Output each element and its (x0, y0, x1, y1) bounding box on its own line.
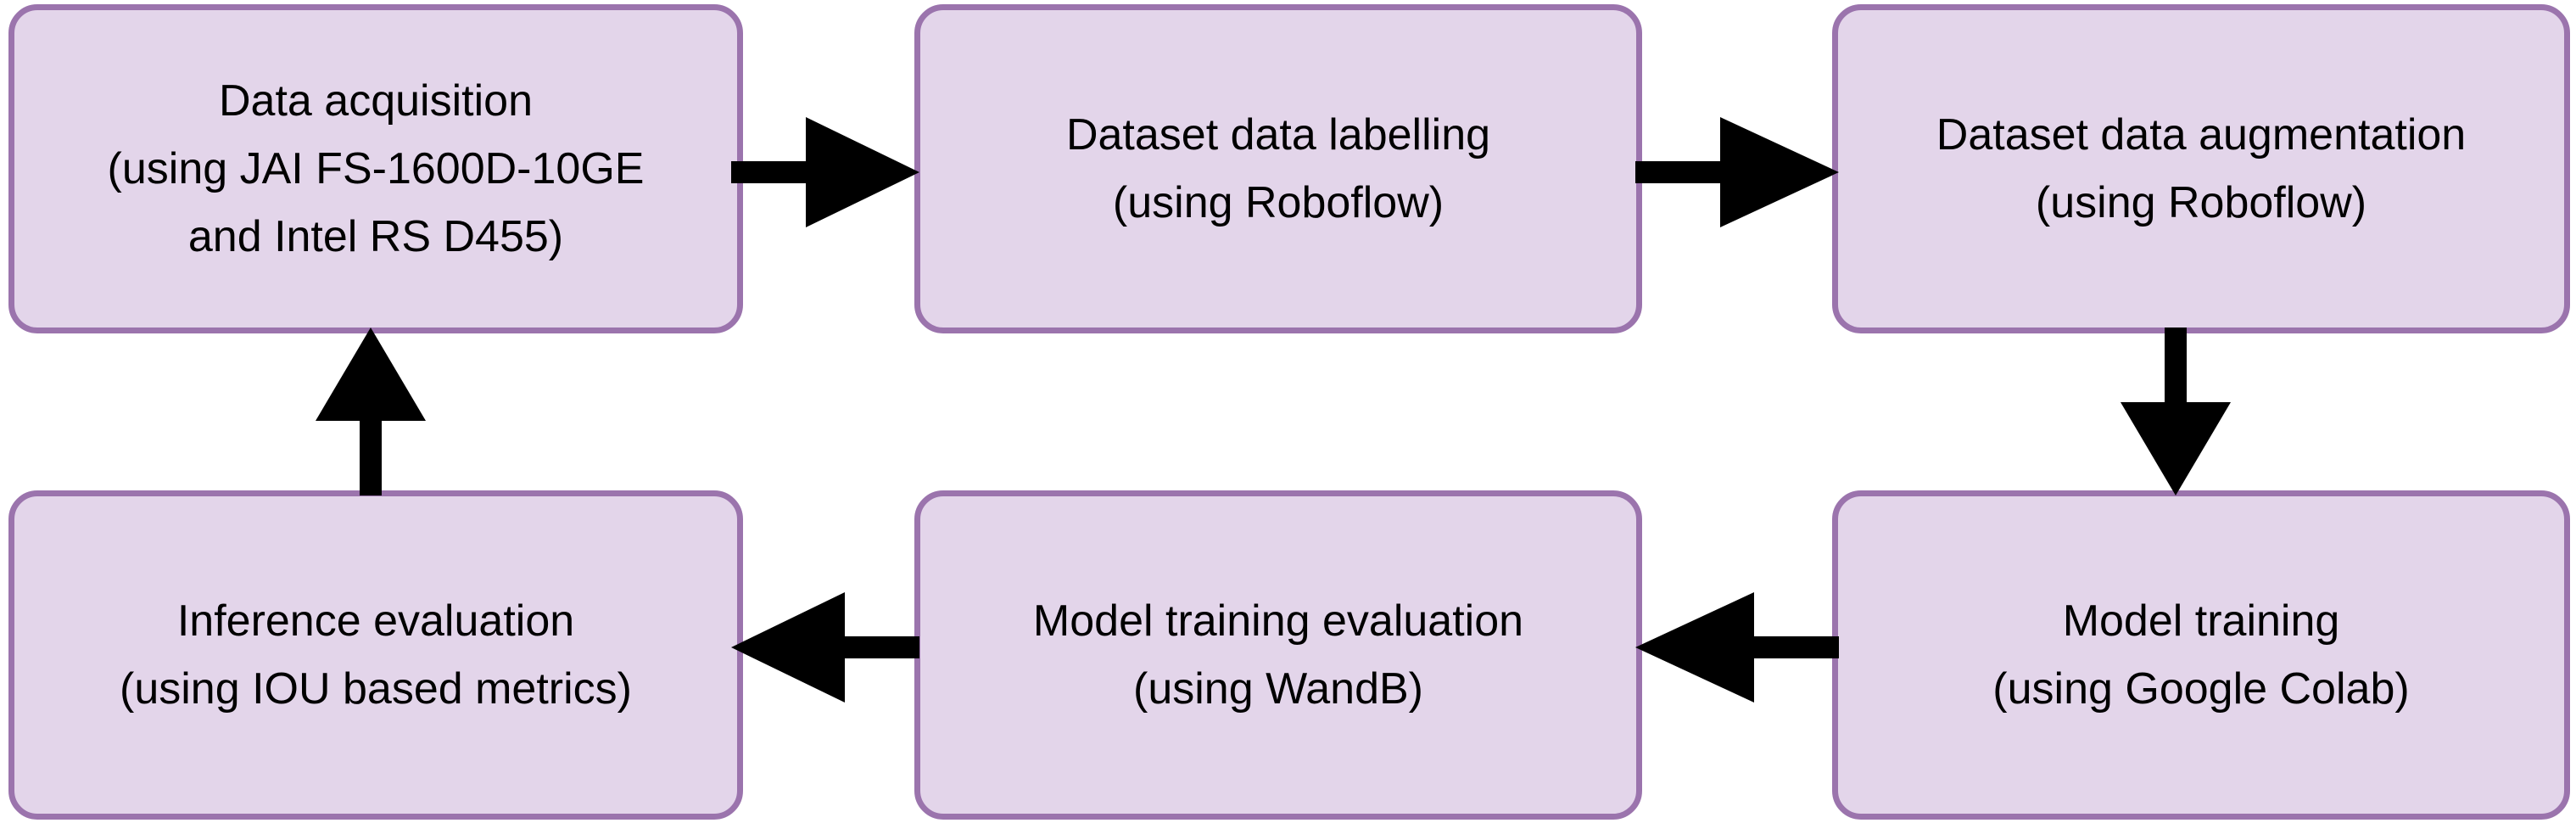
arrow-down-augmentation-to-model-training (2121, 328, 2231, 495)
node-label-line-1: Dataset data augmentation (1936, 110, 2467, 160)
node-label-line-2: (using WandB) (1133, 664, 1423, 714)
node-label-line-2: (using Google Colab) (1992, 664, 2410, 714)
node-label-line-1: Model training (2062, 596, 2340, 646)
arrow-left-model-training-to-training-evaluation (1635, 592, 1839, 703)
node-model-training-evaluation[interactable]: Model training evaluation (using WandB) (914, 490, 1642, 820)
node-dataset-augmentation[interactable]: Dataset data augmentation (using Roboflo… (1832, 4, 2570, 333)
node-label-line-2: (using JAI FS-1600D-10GE (107, 144, 645, 193)
arrow-up-inference-evaluation-to-data-acquisition (316, 328, 426, 495)
node-label-line-2: (using IOU based metrics) (120, 664, 632, 714)
node-label-line-1: Dataset data labelling (1065, 110, 1491, 160)
node-label-line-1: Data acquisition (219, 76, 533, 126)
arrow-right-labelling-to-augmentation (1635, 117, 1839, 227)
node-dataset-labelling[interactable]: Dataset data labelling (using Roboflow) (914, 4, 1642, 333)
arrow-left-training-evaluation-to-inference-evaluation (731, 592, 919, 703)
node-label-line-2: (using Roboflow) (1112, 178, 1444, 227)
node-label-line-2: (using Roboflow) (2035, 178, 2367, 227)
node-inference-evaluation[interactable]: Inference evaluation (using IOU based me… (8, 490, 743, 820)
arrow-right-acquisition-to-labelling (731, 117, 919, 227)
node-label-line-3: and Intel RS D455) (187, 212, 564, 261)
node-data-acquisition[interactable]: Data acquisition (using JAI FS-1600D-10G… (8, 4, 743, 333)
node-label-line-1: Inference evaluation (176, 596, 575, 646)
node-label-line-1: Model training evaluation (1032, 596, 1524, 646)
node-model-training[interactable]: Model training (using Google Colab) (1832, 490, 2570, 820)
